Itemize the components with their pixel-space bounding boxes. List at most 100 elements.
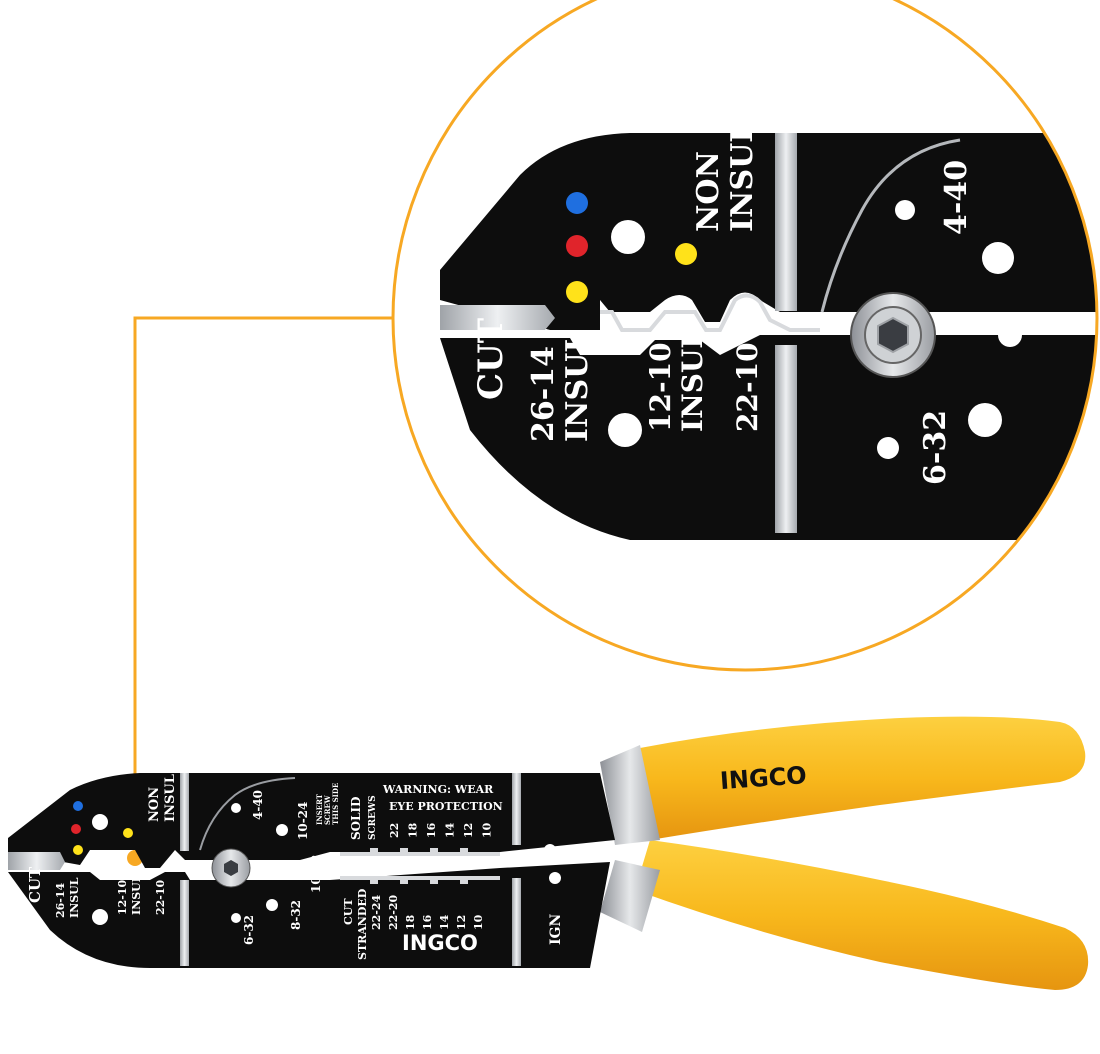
zoom-label-12-10-insul: INSUL [676, 329, 709, 432]
zoom-cut-blade [440, 305, 555, 330]
zoom-hole [611, 220, 645, 254]
zoom-label-cut: CUT [471, 318, 511, 400]
label-10-32: 10-32 [309, 855, 323, 893]
steel-strip [180, 880, 189, 966]
zoom-crimp-edge [600, 293, 820, 332]
zoom-steel-strip-lower [775, 345, 797, 533]
label-6-32: 6-32 [242, 915, 256, 945]
zoom-upper-jaw [440, 133, 1097, 330]
red-dot [71, 824, 81, 834]
hole [285, 863, 299, 877]
stranded-gauge-label: 14 [438, 914, 451, 930]
hole [231, 803, 241, 813]
zoom-yellow-dot [675, 243, 697, 265]
label-non: NON [147, 787, 162, 822]
blue-dot [73, 801, 83, 811]
cut-blade [8, 852, 65, 870]
solid-gauge-labels: 22 18 16 14 12 10 [388, 822, 494, 838]
hole [231, 913, 241, 923]
zoom-steel-strip-upper [775, 133, 797, 311]
label-ign: IGN [548, 913, 564, 945]
plate-wave [199, 777, 296, 851]
lower-handle [635, 840, 1089, 990]
zoom-label-22-10: 22-10 [731, 342, 764, 432]
wire-stripper-tool: NON INSUL CUT 26-14 INSUL 12-10 INSUL 22… [8, 716, 1089, 990]
label-12-10-insul: INSUL [130, 874, 143, 915]
label-cut: CUT [26, 866, 44, 903]
label-10-24: 10-24 [296, 802, 310, 840]
zoom-hole [968, 403, 1002, 437]
solid-gauge-label: 14 [444, 822, 457, 838]
hole [92, 814, 108, 830]
solid-gauge-label: 10 [481, 822, 494, 838]
hex-socket-icon [224, 860, 238, 876]
label-screw: SCREW [323, 795, 332, 825]
callout-connector [133, 316, 393, 855]
stranded-gauge-label: 10 [472, 914, 485, 930]
stranded-gauge-label: 12 [455, 915, 468, 930]
warning-line-2: EYE PROTECTION [389, 800, 503, 813]
steel-strip [512, 878, 521, 966]
zoom-label-6-32: 6-32 [918, 410, 953, 485]
hole [276, 824, 288, 836]
zoom-hex-socket-icon [877, 316, 909, 354]
label-insul: INSUL [163, 774, 178, 822]
zoom-yellow-dot [566, 281, 588, 303]
upper-ferrule [600, 745, 660, 845]
label-26-14: 26-14 [54, 882, 67, 918]
label-8-32: 8-32 [289, 900, 303, 930]
stripping-teeth [340, 848, 500, 884]
solid-gauge-label: 18 [407, 822, 420, 838]
stranded-gauge-label: 22-20 [387, 894, 400, 930]
zoom-hole [895, 200, 915, 220]
zoom-label-insul: INSUL [725, 122, 760, 232]
yellow-dot [123, 828, 133, 838]
zoom-red-dot [566, 235, 588, 257]
lower-jaw [8, 862, 610, 968]
label-insert: INSERT [315, 793, 324, 825]
label-cut-stranded: STRANDED [356, 888, 369, 960]
stranded-gauge-label: 16 [421, 914, 434, 930]
warning-line-1: WARNING: WEAR [382, 783, 494, 796]
zoom-hole [877, 437, 899, 459]
label-22-10: 22-10 [154, 879, 167, 915]
zoom-callout: NON INSUL CUT 26-14 INSUL 12-10 INSUL 22… [391, 0, 1099, 672]
zoom-plate-wave [820, 138, 961, 313]
steel-strip [512, 773, 521, 845]
zoom-blue-dot [566, 192, 588, 214]
stranded-gauge-label: 22-24 [370, 894, 383, 930]
hole [92, 909, 108, 925]
label-cut-stranded-cut: CUT [342, 898, 355, 925]
label-screws: SCREWS [368, 795, 378, 840]
label-solid: SOLID [349, 796, 363, 840]
zoom-label-non: NON [691, 151, 726, 232]
label-12-10: 12-10 [116, 879, 129, 915]
upper-handle [640, 716, 1086, 840]
zoom-label-4-40: 4-40 [939, 160, 974, 235]
solid-gauge-label: 22 [388, 823, 401, 838]
label-4-40: 4-40 [251, 790, 265, 820]
solid-gauge-label: 12 [462, 823, 475, 838]
lower-ferrule [600, 860, 660, 932]
zoom-hole [998, 323, 1022, 347]
zoom-hole [608, 413, 642, 447]
solid-gauge-label: 16 [425, 822, 438, 838]
upper-jaw [8, 773, 615, 868]
hole [266, 899, 278, 911]
stranded-gauge-label: 18 [404, 914, 417, 930]
hole [549, 872, 561, 884]
zoom-lower-jaw [440, 335, 1097, 540]
steel-strip [180, 773, 189, 851]
jaw-logo: INGCO [402, 931, 478, 955]
zoom-label-26-14: 26-14 [526, 346, 561, 442]
zoom-label-12-10: 12-10 [644, 342, 677, 432]
label-26-14-insul: INSUL [68, 877, 81, 918]
label-this-side: THIS SIDE [331, 783, 340, 825]
hole [544, 844, 556, 856]
zoom-hole [982, 242, 1014, 274]
zoom-label-26-14-insul: INSUL [560, 332, 595, 442]
handle-logo: INGCO [719, 761, 807, 795]
yellow-dot [73, 845, 83, 855]
